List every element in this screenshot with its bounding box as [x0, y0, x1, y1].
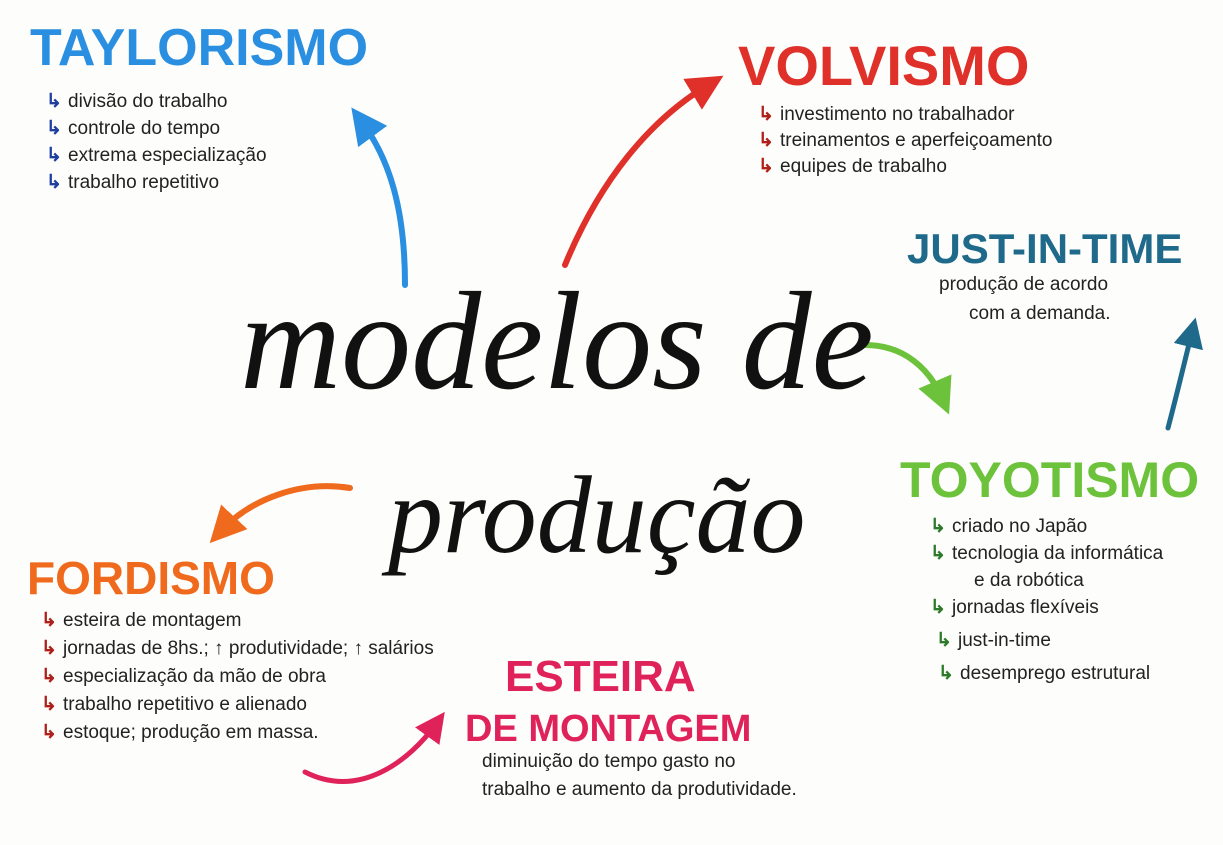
list-item: ↳ trabalho repetitivo [46, 169, 368, 196]
bullet-arrow-icon: ↳ [41, 666, 57, 687]
list-item: ↳ tecnologia da informática [930, 540, 1199, 567]
item-text: esteira de montagem [63, 610, 242, 631]
arrow-to-fordismo [209, 483, 353, 544]
list-item: ↳ jornadas de 8hs.; ↑ produtividade; ↑ sa… [41, 635, 434, 663]
item-text: criado no Japão [952, 516, 1088, 537]
center-title-line1: modelos de [240, 264, 874, 419]
arrow-to-taylorismo [351, 107, 408, 288]
item-text: e da robótica [974, 570, 1084, 591]
item-text: equipes de trabalho [780, 156, 947, 177]
list-item: ↳ just-in-time [936, 627, 1199, 654]
arrow-to-toyotismo [862, 342, 952, 415]
item-text: trabalho repetitivo e alienado [63, 694, 308, 715]
esteira-description: diminuição do tempo gasto no trabalho e … [482, 748, 797, 804]
item-text: just-in-time [958, 630, 1051, 651]
bullet-arrow-icon: ↳ [930, 597, 946, 618]
esteira-title-line1: ESTEIRA [505, 652, 696, 701]
item-text: jornadas de 8hs.; ↑ produtividade; ↑ sal… [63, 638, 434, 659]
list-item: ↳ treinamentos e aperfeiçoamento [758, 128, 1053, 154]
list-item: ↳ esteira de montagem [41, 607, 434, 635]
list-item: ↳ controle do tempo [46, 115, 368, 142]
volvismo-title: VOLVISMO [738, 34, 1030, 97]
center-title-line2: produção [388, 454, 806, 576]
taylorismo-title: TAYLORISMO [30, 19, 369, 77]
bullet-arrow-icon: ↳ [41, 638, 57, 659]
list-item: ↳ extrema especialização [46, 142, 368, 169]
item-text: trabalho repetitivo [68, 172, 220, 193]
volvismo-section: VOLVISMO ↳investimento no trabalhador ↳t… [738, 38, 1053, 180]
taylorismo-section: TAYLORISMO ↳ divisão do trabalho ↳ control… [30, 22, 368, 196]
toyotismo-section: TOYOTISMO ↳ criado no Japão ↳ tecnologia d… [900, 455, 1199, 687]
list-item: ↳ divisão do trabalho [46, 88, 368, 115]
list-item: ↳ jornadas flexíveis [930, 594, 1199, 621]
list-item: ↳ equipes de trabalho [758, 154, 1053, 180]
list-item: ↳ criado no Japão [930, 513, 1199, 540]
list-item: ↳ trabalho repetitivo e alienado [41, 691, 434, 719]
bullet-arrow-icon: ↳ [758, 156, 774, 177]
esteira-title-line2: DE MONTAGEM [465, 708, 752, 750]
arrow-to-just-in-time [1165, 317, 1203, 431]
item-text: extrema especialização [68, 145, 267, 166]
list-item: ↳ especialização da mão de obra [41, 663, 434, 691]
bullet-arrow-icon: ↳ [938, 663, 954, 684]
just-in-time-section: JUST-IN-TIME produção de acordo com a de… [907, 228, 1182, 328]
item-text: estoque; produção em massa. [63, 722, 319, 743]
list-item: ↳ investimento no trabalhador [758, 102, 1053, 128]
bullet-arrow-icon: ↳ [41, 722, 57, 743]
bullet-arrow-icon: ↳ [936, 630, 952, 651]
item-text: tecnologia da informática [952, 543, 1164, 564]
item-text: investimento no trabalhador [780, 104, 1015, 125]
esteira-desc-line: diminuição do tempo gasto no [482, 751, 736, 772]
item-text: divisão do trabalho [68, 91, 228, 112]
bullet-arrow-icon: ↳ [46, 118, 62, 139]
item-text: desemprego estrutural [960, 663, 1151, 684]
item-text: controle do tempo [68, 118, 221, 139]
just-in-time-title: JUST-IN-TIME [907, 225, 1183, 272]
list-item: ↳ desemprego estrutural [938, 660, 1199, 687]
item-text: especialização da mão de obra [63, 666, 327, 687]
arrow-to-volvismo [562, 75, 724, 268]
fordismo-title: FORDISMO [27, 552, 275, 604]
list-item-continuation: e da robótica [974, 567, 1199, 594]
toyotismo-title: TOYOTISMO [900, 452, 1200, 508]
bullet-arrow-icon: ↳ [930, 516, 946, 537]
item-text: treinamentos e aperfeiçoamento [780, 130, 1053, 151]
bullet-arrow-icon: ↳ [758, 104, 774, 125]
bullet-arrow-icon: ↳ [46, 172, 62, 193]
bullet-arrow-icon: ↳ [41, 610, 57, 631]
esteira-desc-line: trabalho e aumento da produtividade. [482, 779, 797, 800]
list-item: ↳ estoque; produção em massa. [41, 719, 434, 747]
just-in-time-desc-line: produção de acordo [939, 274, 1109, 295]
bullet-arrow-icon: ↳ [46, 145, 62, 166]
bullet-arrow-icon: ↳ [930, 543, 946, 564]
item-text: jornadas flexíveis [952, 597, 1099, 618]
arrow-to-esteira [302, 711, 445, 784]
bullet-arrow-icon: ↳ [758, 130, 774, 151]
just-in-time-desc-line: com a demanda. [969, 303, 1111, 324]
fordismo-section: FORDISMO ↳ esteira de montagem ↳ jornadas … [27, 555, 434, 747]
bullet-arrow-icon: ↳ [46, 91, 62, 112]
bullet-arrow-icon: ↳ [41, 694, 57, 715]
